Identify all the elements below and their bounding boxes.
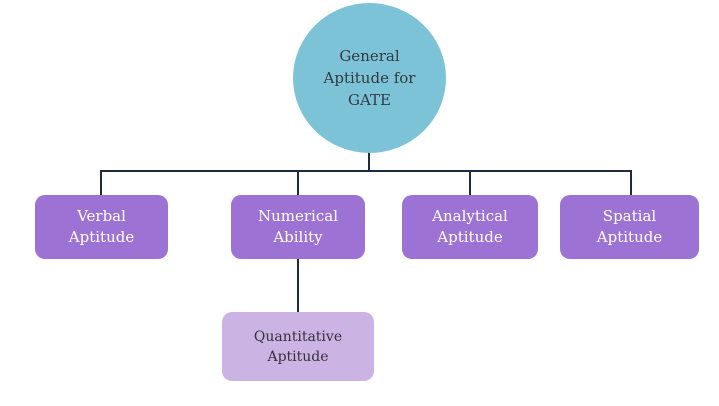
connector-group bbox=[100, 151, 632, 313]
node-spatial-aptitude-label: Spatial Aptitude bbox=[596, 207, 663, 246]
node-numerical-ability: Numerical Ability bbox=[231, 195, 365, 259]
node-verbal-aptitude-label: Verbal Aptitude bbox=[68, 207, 135, 246]
node-general-aptitude-for-gate: General Aptitude for GATE bbox=[293, 3, 446, 153]
node-verbal-aptitude: Verbal Aptitude bbox=[35, 195, 168, 259]
node-quantitative-aptitude-label: Quantitative Aptitude bbox=[253, 328, 343, 365]
node-analytical-aptitude: Analytical Aptitude bbox=[402, 195, 538, 259]
node-spatial-aptitude: Spatial Aptitude bbox=[560, 195, 699, 259]
node-general-aptitude-for-gate-label: General Aptitude for GATE bbox=[323, 47, 416, 109]
node-quantitative-aptitude: Quantitative Aptitude bbox=[222, 312, 374, 381]
node-numerical-ability-label: Numerical Ability bbox=[258, 207, 338, 246]
node-analytical-aptitude-label: Analytical Aptitude bbox=[432, 207, 508, 246]
